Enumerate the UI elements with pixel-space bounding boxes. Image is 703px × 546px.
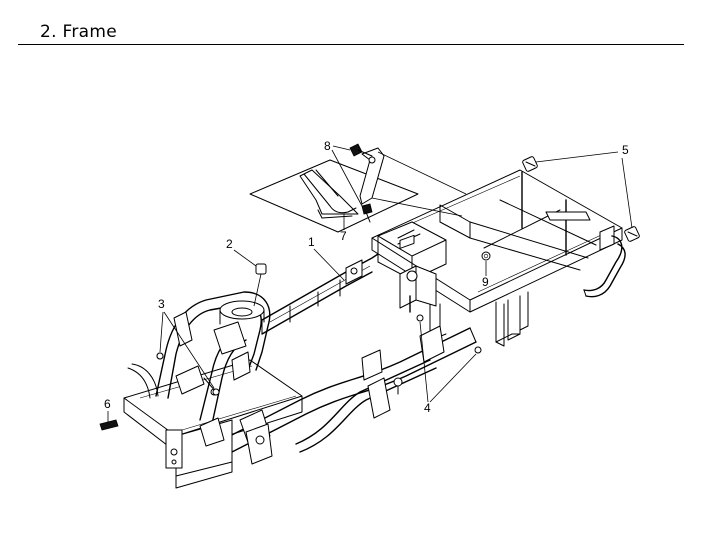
bolts-part-3 [156, 352, 220, 396]
svg-text:9: 9 [482, 275, 489, 289]
callout-5: 5 [535, 143, 633, 229]
bolt-bracket-part-8 [349, 143, 467, 223]
svg-text:6: 6 [104, 397, 111, 411]
callout-7: 7 [340, 214, 347, 243]
nut-part-9 [481, 251, 491, 261]
svg-text:4: 4 [424, 401, 431, 415]
bushing-part-2 [253, 263, 267, 307]
side-brackets [361, 325, 445, 419]
callout-4: 4 [419, 321, 477, 415]
front-fender-arc [127, 363, 159, 399]
callout-6: 6 [104, 397, 111, 422]
page-title: 2. Frame [40, 22, 117, 42]
svg-text:1: 1 [308, 235, 315, 249]
callout-8: 8 [324, 139, 363, 207]
seat-bracket-part-7 [249, 159, 419, 233]
title-divider [18, 44, 684, 45]
rear-deck-plate [371, 169, 623, 313]
svg-text:8: 8 [324, 139, 331, 153]
svg-text:3: 3 [158, 297, 165, 311]
main-frame-rail-lower [225, 327, 477, 453]
svg-text:2: 2 [226, 237, 233, 251]
callout-2: 2 [226, 237, 257, 267]
rubber-bumpers-part-5 [522, 156, 640, 242]
plate-part-6 [99, 419, 119, 431]
callout-3: 3 [158, 297, 215, 389]
bolts-part-4 [416, 314, 482, 354]
callout-1: 1 [308, 235, 345, 281]
front-inner-brackets [156, 311, 273, 465]
svg-text:7: 7 [340, 229, 347, 243]
main-frame-rail-upper [261, 253, 379, 335]
callout-9: 9 [482, 261, 489, 289]
svg-text:5: 5 [622, 143, 629, 157]
rear-bumper-bar [583, 235, 626, 298]
center-bracket [377, 221, 447, 313]
rear-legs [429, 291, 529, 347]
